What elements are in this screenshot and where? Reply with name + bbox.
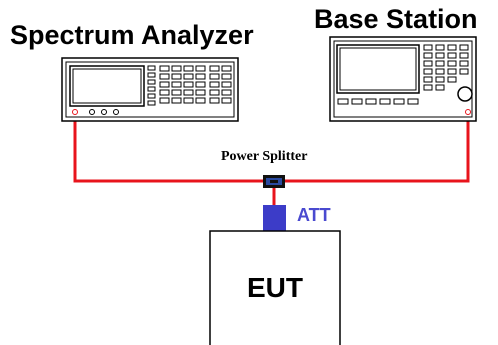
spectrum-analyzer-device <box>61 57 239 122</box>
attenuator-block <box>263 205 286 231</box>
base-station-device <box>329 36 477 122</box>
base-station-label: Base Station <box>314 4 478 34</box>
spectrum-analyzer-softkeys <box>147 65 156 106</box>
cable-base-station <box>285 113 470 183</box>
eut-box <box>209 230 341 345</box>
spectrum-analyzer-keypad <box>159 65 232 104</box>
attenuator-label: ATT <box>297 205 331 225</box>
cable-lines <box>73 113 470 205</box>
power-splitter-label: Power Splitter <box>221 149 308 164</box>
power-splitter <box>263 175 285 188</box>
base-station-screen <box>336 44 420 94</box>
spectrum-analyzer-connectors <box>72 109 119 115</box>
base-station-keypad <box>423 44 469 91</box>
cable-spectrum-analyzer <box>73 113 263 183</box>
base-station-rf-connector <box>465 109 471 115</box>
spectrum-analyzer-label: Spectrum Analyzer <box>10 20 254 50</box>
base-station-knob <box>457 86 473 102</box>
eut-label: EUT <box>247 272 303 303</box>
base-station-softkeys <box>337 98 419 105</box>
spectrum-analyzer-screen <box>69 65 145 107</box>
